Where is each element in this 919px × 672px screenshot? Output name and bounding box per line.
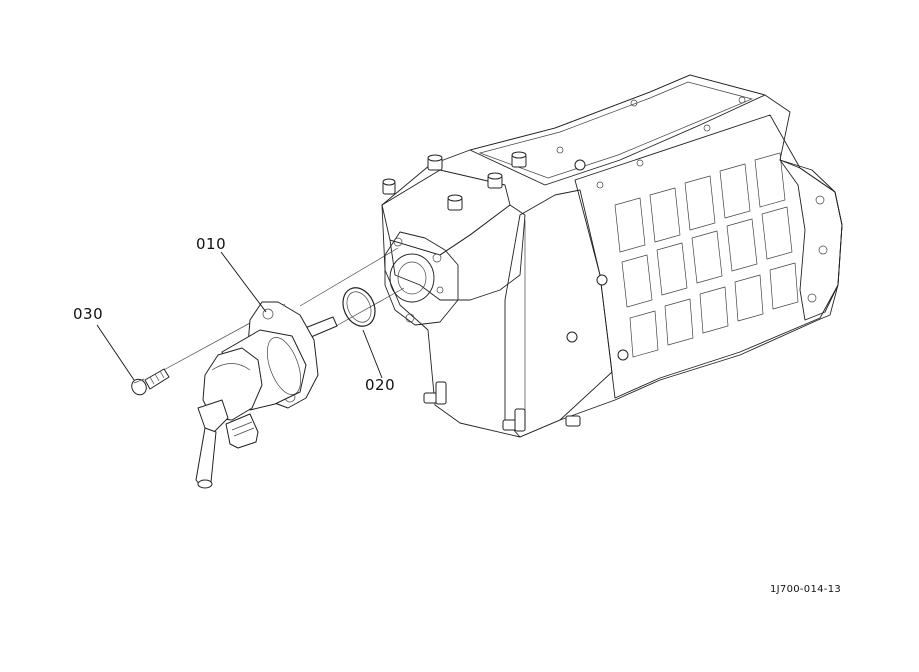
housing-stud [565,415,581,427]
callout-020: 020 [365,376,396,394]
leader-line-020 [362,329,383,379]
housing-bolt [382,178,396,195]
callout-030: 030 [73,305,104,323]
stop-solenoid [195,301,338,489]
callout-010: 010 [196,235,227,253]
leader-line-030 [96,324,135,381]
housing-stud [502,408,526,432]
leader-line-010 [220,251,267,313]
housing-bolt [487,172,503,189]
hex-bolt [131,368,170,396]
housing-bolt [427,154,443,171]
figure-code: 1J700-014-13 [770,584,842,595]
housing-bolt [447,194,463,211]
o-ring [342,287,376,327]
housing-bolt [511,151,527,168]
housing-stud [423,381,447,405]
pump-housing [381,74,843,438]
